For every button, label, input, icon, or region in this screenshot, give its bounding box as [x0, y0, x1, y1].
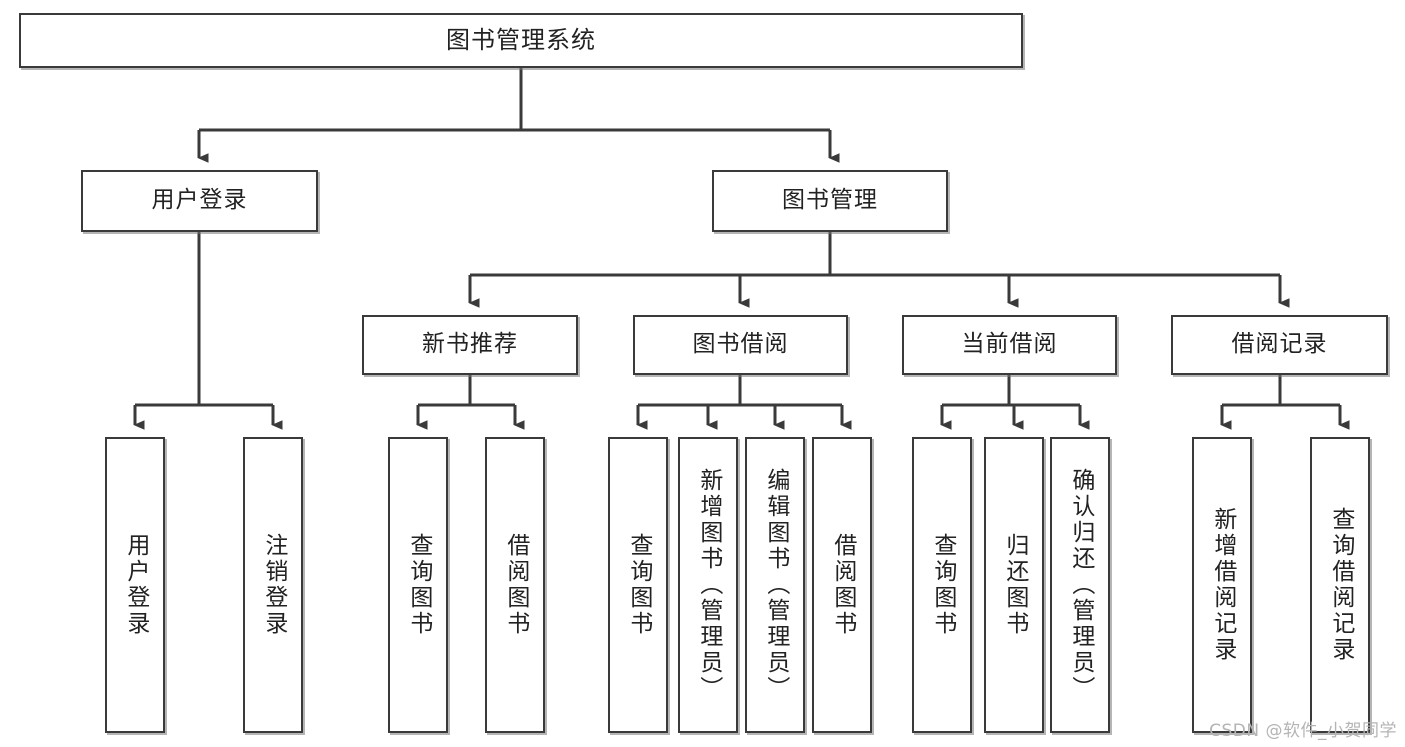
leaf-query-book-borrow[interactable]: 查询图书	[608, 437, 668, 733]
leaf-add-book-admin-label: 新增图书（管理员）	[695, 468, 722, 702]
leaf-user-login[interactable]: 用户登录	[105, 437, 165, 733]
leaf-borrow-book-recommend-label: 借阅图书	[502, 533, 529, 637]
leaf-query-book-recommend[interactable]: 查询图书	[388, 437, 448, 733]
node-borrow-record[interactable]: 借阅记录	[1171, 315, 1388, 375]
node-root[interactable]: 图书管理系统	[19, 13, 1023, 68]
leaf-query-book-current-label: 查询图书	[929, 533, 956, 637]
leaf-user-login-label: 用户登录	[122, 533, 149, 637]
node-user-login[interactable]: 用户登录	[81, 170, 318, 232]
leaf-return-book-label: 归还图书	[1001, 533, 1028, 637]
leaf-query-book-recommend-label: 查询图书	[405, 533, 432, 637]
node-root-label: 图书管理系统	[446, 26, 596, 55]
leaf-return-book[interactable]: 归还图书	[984, 437, 1044, 733]
node-new-book-recommend[interactable]: 新书推荐	[362, 315, 578, 375]
node-book-borrow-label: 图书借阅	[692, 331, 789, 358]
leaf-borrow-book-label: 借阅图书	[829, 533, 856, 637]
watermark: CSDN @软件_小贺同学	[1209, 721, 1397, 741]
leaf-add-book-admin[interactable]: 新增图书（管理员）	[678, 437, 738, 733]
node-new-book-recommend-label: 新书推荐	[422, 331, 518, 358]
leaf-add-borrow-record-label: 新增借阅记录	[1209, 507, 1236, 663]
leaf-query-book-current[interactable]: 查询图书	[912, 437, 972, 733]
leaf-query-borrow-record[interactable]: 查询借阅记录	[1310, 437, 1370, 733]
node-book-management[interactable]: 图书管理	[712, 170, 948, 232]
leaf-borrow-book-recommend[interactable]: 借阅图书	[485, 437, 545, 733]
node-current-borrow-label: 当前借阅	[961, 331, 1058, 358]
node-book-management-label: 图书管理	[782, 187, 878, 214]
leaf-edit-book-admin-label: 编辑图书（管理员）	[762, 468, 789, 702]
leaf-confirm-return-admin[interactable]: 确认归还（管理员）	[1050, 437, 1110, 733]
leaf-logout[interactable]: 注销登录	[243, 437, 303, 733]
leaf-add-borrow-record[interactable]: 新增借阅记录	[1192, 437, 1252, 733]
node-current-borrow[interactable]: 当前借阅	[902, 315, 1117, 375]
node-book-borrow[interactable]: 图书借阅	[633, 315, 848, 375]
leaf-borrow-book[interactable]: 借阅图书	[812, 437, 872, 733]
leaf-query-book-borrow-label: 查询图书	[625, 533, 652, 637]
node-borrow-record-label: 借阅记录	[1231, 331, 1328, 358]
leaf-edit-book-admin[interactable]: 编辑图书（管理员）	[745, 437, 805, 733]
leaf-query-borrow-record-label: 查询借阅记录	[1327, 507, 1354, 663]
leaf-logout-label: 注销登录	[260, 533, 287, 637]
node-user-login-label: 用户登录	[151, 187, 248, 214]
leaf-confirm-return-admin-label: 确认归还（管理员）	[1067, 468, 1094, 702]
